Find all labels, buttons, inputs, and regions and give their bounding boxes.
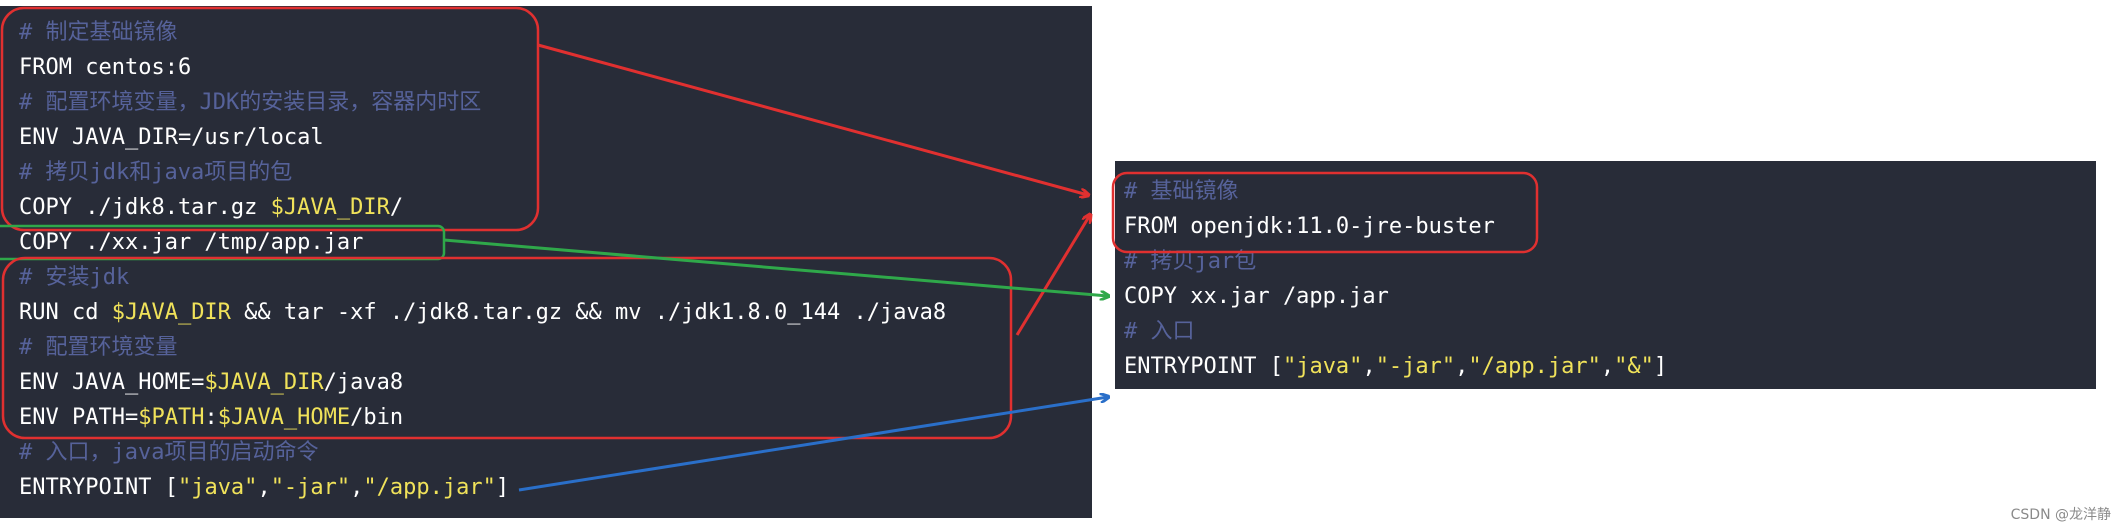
code-env-path: ENV PATH=$PATH:$JAVA_HOME/bin (19, 403, 403, 433)
comment-env-config: # 配置环境变量，JDK的安装目录，容器内时区 (19, 90, 482, 115)
code-text: , (1600, 354, 1615, 379)
code-text: ENTRYPOINT [ (1124, 354, 1283, 379)
code-text: ENV PATH= (19, 405, 139, 430)
code-env-java-home: ENV JAVA_HOME=$JAVA_DIR/java8 (19, 368, 403, 398)
code-run-install: RUN cd $JAVA_DIR && tar -xf ./jdk8.tar.g… (19, 298, 946, 328)
code-text: , (350, 475, 364, 500)
code-variable: $JAVA_HOME (217, 405, 351, 430)
code-variable: $PATH (138, 405, 205, 430)
comment-base-image: # 基础镜像 (1124, 179, 1239, 204)
code-from-centos: FROM centos:6 (19, 55, 192, 80)
red-arrow-base-to-openjdk (537, 43, 1088, 195)
code-text: ] (495, 475, 510, 500)
code-text: / (389, 195, 404, 220)
code-copy-jar: COPY ./xx.jar /tmp/app.jar (19, 230, 364, 255)
code-from-openjdk: FROM openjdk:11.0-jre-buster (1124, 214, 1495, 239)
code-text: COPY ./jdk8.tar.gz (19, 195, 271, 220)
code-text: && tar -xf ./jdk8.tar.gz && mv ./jdk1.8.… (230, 300, 947, 325)
code-text: ] (1653, 354, 1668, 379)
code-string: "/app.jar" (1468, 354, 1601, 379)
right-dockerfile-panel: # 基础镜像 FROM openjdk:11.0-jre-buster # 拷贝… (1115, 161, 2096, 389)
code-variable: $JAVA_DIR (204, 370, 324, 395)
comment-entrypoint: # 入口 (1124, 319, 1195, 344)
comment-install-jdk: # 安装jdk (19, 265, 130, 290)
code-text: , (1455, 354, 1469, 379)
comment-base-image: # 制定基础镜像 (19, 20, 178, 45)
code-string: "-jar" (1375, 354, 1456, 379)
code-string: "&" (1614, 354, 1654, 379)
comment-entrypoint: # 入口，java项目的启动命令 (19, 440, 319, 465)
code-text: : (204, 405, 218, 430)
red-highlight-box-base (0, 6, 540, 232)
code-string: "/app.jar" (363, 475, 496, 500)
code-entrypoint: ENTRYPOINT ["java","-jar","/app.jar","&"… (1124, 352, 1667, 382)
code-string: "-jar" (270, 475, 351, 500)
code-text: /java8 (323, 370, 404, 395)
code-variable: $JAVA_DIR (270, 195, 390, 220)
red-highlight-box-openjdk (1111, 171, 1539, 254)
code-text: , (1362, 354, 1376, 379)
code-copy-jdk: COPY ./jdk8.tar.gz $JAVA_DIR/ (19, 193, 403, 223)
code-string: "java" (177, 475, 258, 500)
code-text: ENTRYPOINT [ (19, 475, 178, 500)
code-text: RUN cd (19, 300, 112, 325)
red-highlight-box-install (1, 256, 1013, 440)
code-string: "java" (1282, 354, 1363, 379)
watermark: CSDN @龙洋静 (2010, 507, 2111, 523)
code-env-java-dir: ENV JAVA_DIR=/usr/local (19, 125, 324, 150)
code-copy-jar: COPY xx.jar /app.jar (1124, 284, 1389, 309)
comment-copy-packages: # 拷贝jdk和java项目的包 (19, 160, 293, 185)
green-arrow-copy-to-copy (443, 238, 1108, 296)
red-arrow-install-to-openjdk (1015, 215, 1090, 336)
left-dockerfile-panel: # 制定基础镜像 FROM centos:6 # 配置环境变量，JDK的安装目录… (0, 6, 1092, 518)
blue-arrow-entrypoint-to-entrypoint (518, 397, 1108, 492)
code-variable: $JAVA_DIR (111, 300, 231, 325)
code-entrypoint: ENTRYPOINT ["java","-jar","/app.jar"] (19, 473, 509, 503)
comment-env-vars: # 配置环境变量 (19, 335, 178, 360)
code-text: , (257, 475, 271, 500)
code-text: /bin (350, 405, 404, 430)
code-text: ENV JAVA_HOME= (19, 370, 205, 395)
